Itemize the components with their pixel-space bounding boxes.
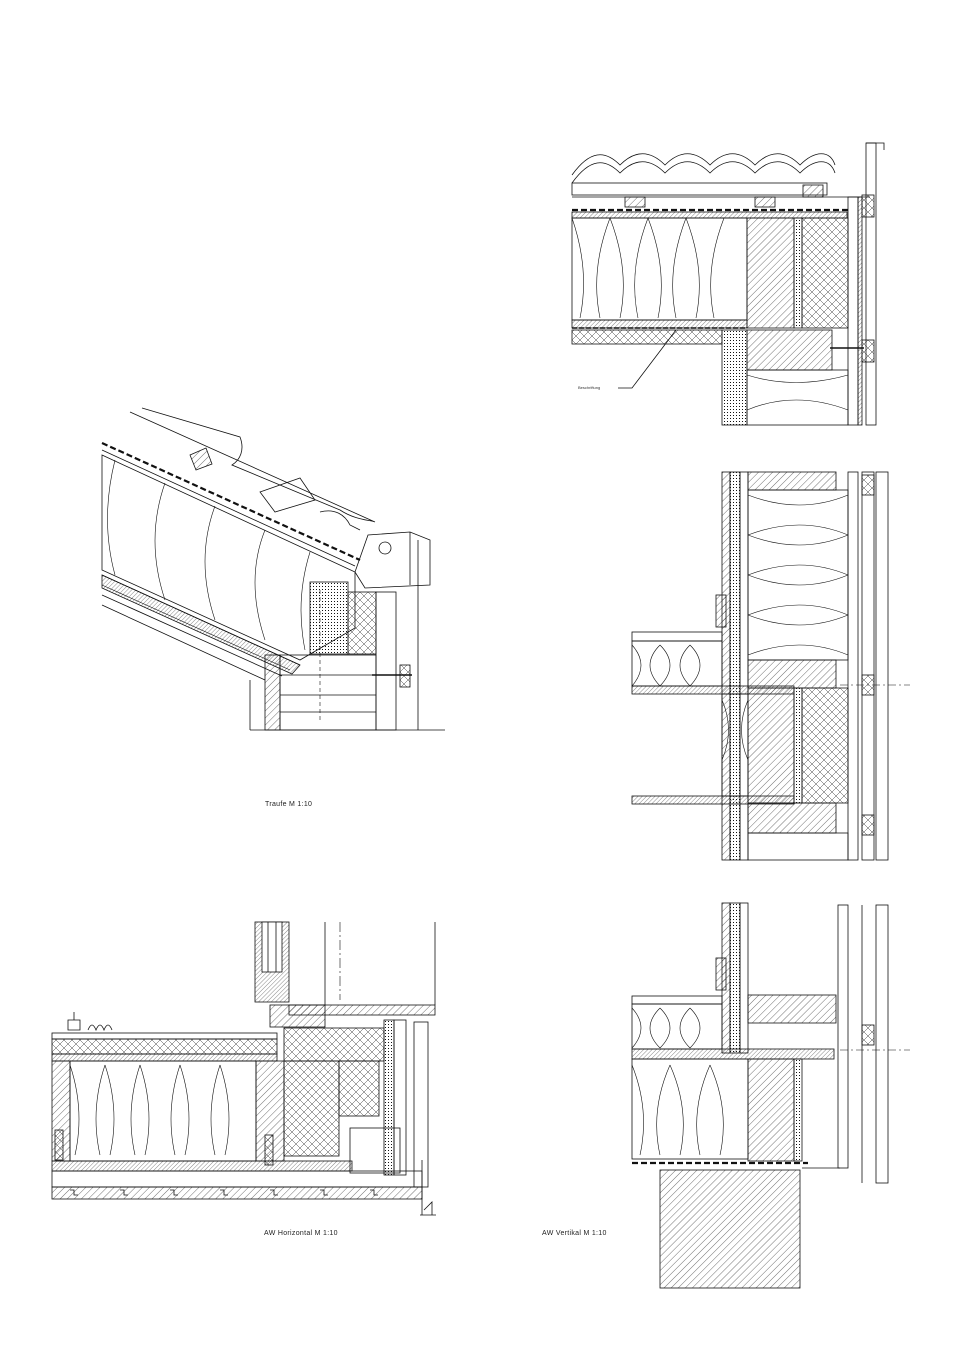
roof-detail-label: Beschriftung <box>578 385 601 390</box>
caption-aw-vertikal: AW Vertikal M 1:10 <box>542 1230 607 1237</box>
caption-traufe: Traufe M 1:10 <box>265 801 313 808</box>
roof-verge-detail <box>571 142 885 426</box>
caption-aw-horizontal: AW Horizontal M 1:10 <box>264 1230 338 1237</box>
floor-junction-detail <box>631 471 910 861</box>
eaves-detail <box>101 407 445 731</box>
wall-horizontal-section <box>51 921 436 1216</box>
wall-vertical-section <box>631 902 910 1289</box>
